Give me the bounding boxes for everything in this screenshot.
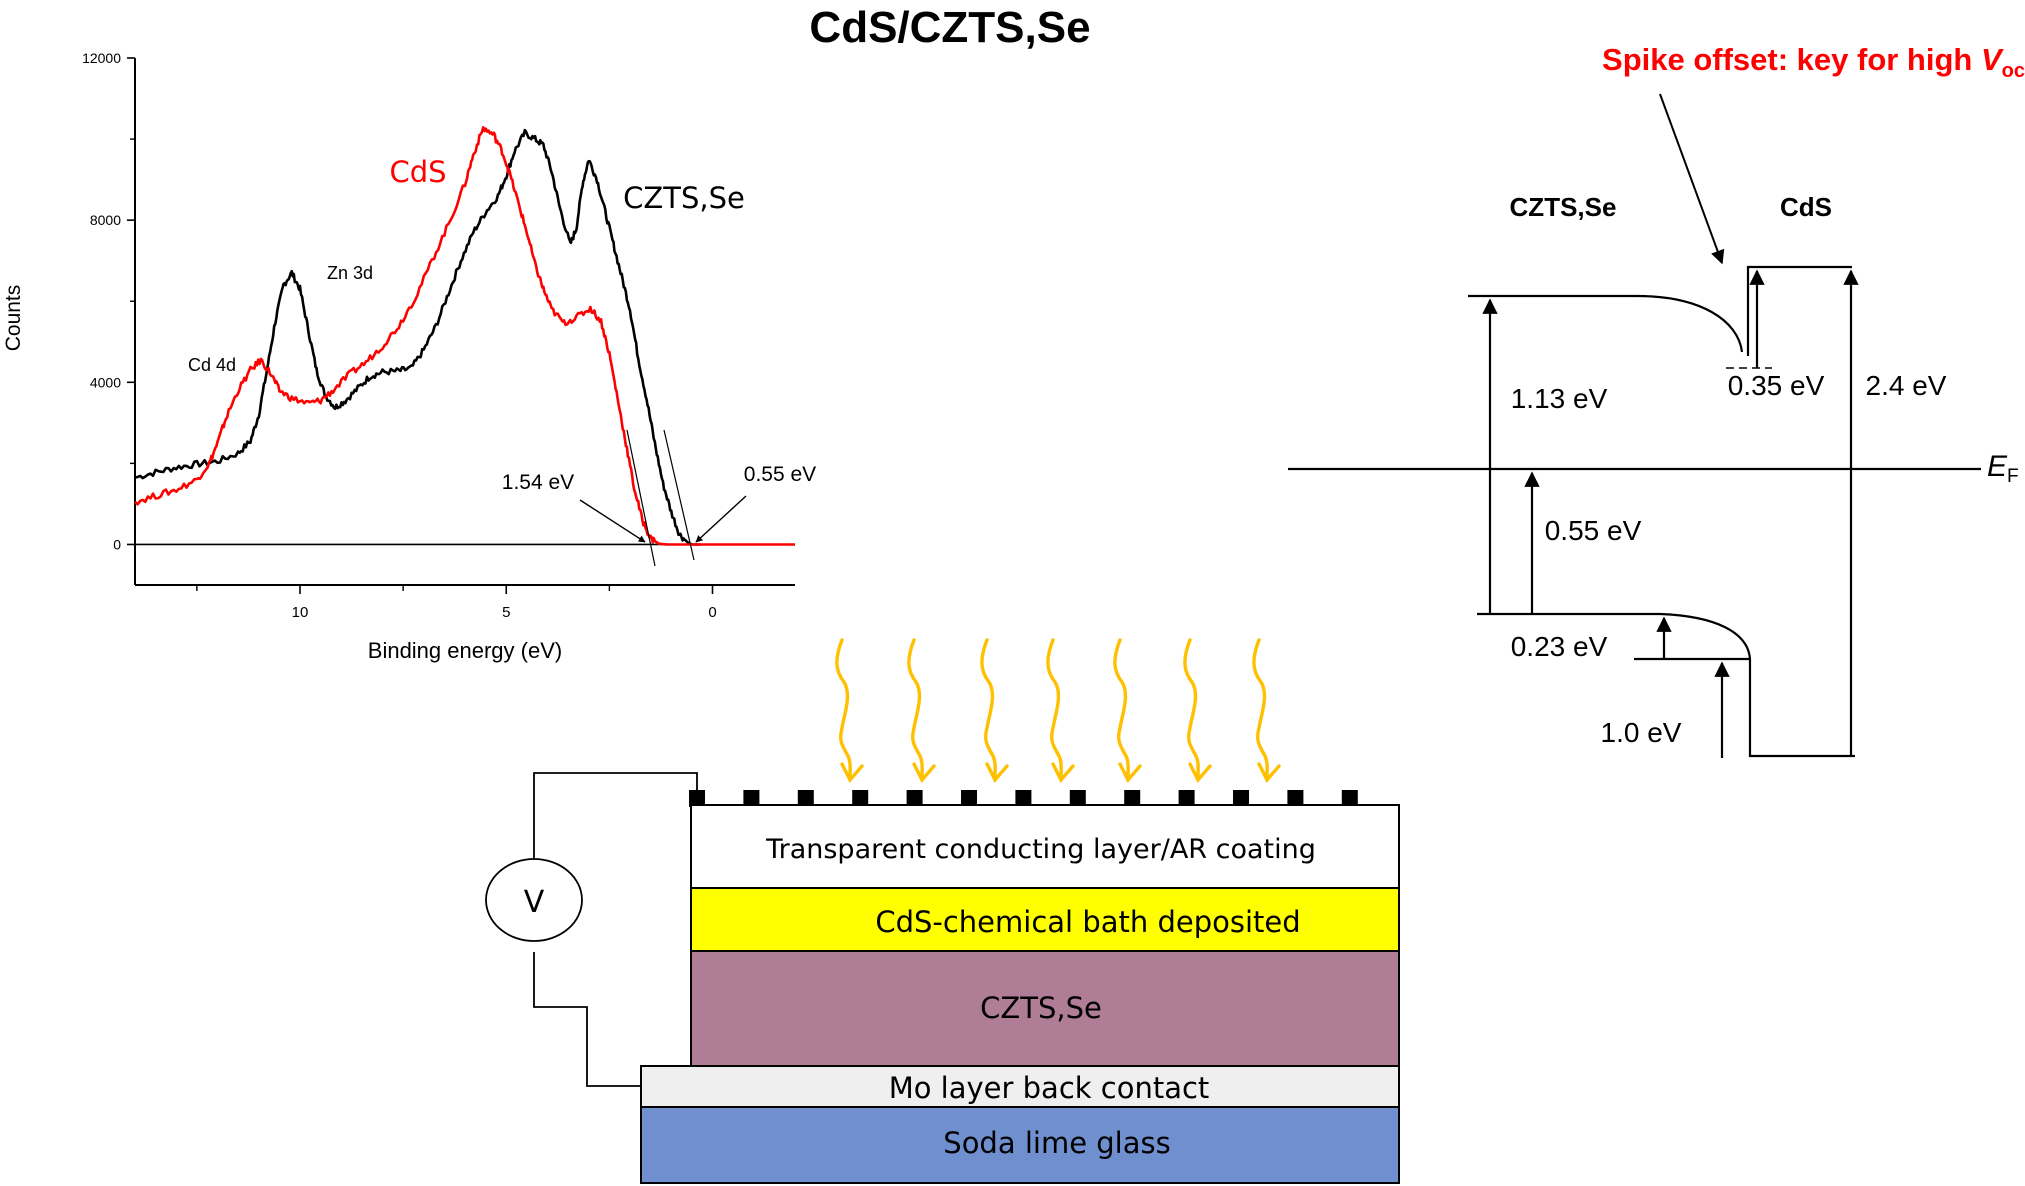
layer-czts-label: CZTS,Se <box>980 991 1102 1025</box>
voltmeter-label: V <box>524 885 545 920</box>
czts-edge-tangent <box>663 429 695 561</box>
light-ray-icon <box>1183 638 1200 780</box>
y-tick-label: 0 <box>113 536 121 552</box>
light-ray-icon <box>1046 638 1063 780</box>
grid-finger <box>1178 790 1195 807</box>
light-ray-icon <box>1252 638 1269 780</box>
light-ray-arrowhead-icon <box>912 762 936 784</box>
grid-finger <box>1069 790 1086 807</box>
series-line-czts-se <box>134 128 701 546</box>
grid-finger <box>852 790 869 807</box>
light-ray-arrowhead-icon <box>1257 762 1281 784</box>
annotation-cd-4d: Cd 4d <box>188 355 236 375</box>
xps-chart: 0 4000 8000 12000 10 5 0 Counts Binding energ… <box>2 50 816 663</box>
light-ray-icon <box>907 638 924 780</box>
light-ray-arrowhead-icon <box>1051 762 1075 784</box>
light-ray-icon <box>1113 638 1130 780</box>
x-tick-label: 10 <box>292 604 309 621</box>
band-label-czts: CZTS,Se <box>1510 192 1617 222</box>
czts-valence-band <box>1477 612 1752 660</box>
light-ray-arrowhead-icon <box>985 762 1009 784</box>
layer-czts <box>690 950 1400 1067</box>
cds-edge-tangent <box>626 429 656 567</box>
legend-cds: CdS <box>389 155 446 189</box>
spike-callout-arrow <box>1659 93 1725 265</box>
incident-light <box>835 638 1281 784</box>
callout-voc-symbol: V <box>1981 42 2004 77</box>
label-0-23ev: 0.23 eV <box>1511 631 1608 662</box>
light-ray-icon <box>980 638 997 780</box>
label-1-13ev: 1.13 eV <box>1511 383 1608 414</box>
grid-finger <box>961 790 977 807</box>
light-ray-arrowhead-icon <box>840 762 864 784</box>
czts-conduction-band <box>1468 294 1744 353</box>
voltmeter-icon <box>485 858 583 942</box>
y-tick-label: 4000 <box>90 374 121 390</box>
circuit-wire-bottom <box>533 952 641 1087</box>
layer-glass <box>640 1106 1400 1184</box>
band-diagram: Spike offset: key for high Voc CZTS,Se C… <box>1288 42 2025 758</box>
grid-finger <box>1287 790 1304 807</box>
x-axis-label: Binding energy (eV) <box>368 638 562 663</box>
legend-czts: CZTS,Se <box>623 181 745 215</box>
grid-finger <box>1341 790 1358 807</box>
light-ray-icon <box>835 638 852 780</box>
y-axis-label: Counts <box>2 285 25 352</box>
light-ray-arrowhead-icon <box>1118 762 1142 784</box>
layer-cds <box>690 887 1400 952</box>
grid-finger <box>906 790 923 807</box>
arrow-1-54ev <box>579 499 646 543</box>
circuit-wire-top <box>533 772 698 859</box>
grid-finger <box>797 790 814 807</box>
callout-text: Spike offset: key for high <box>1602 42 1981 77</box>
annotation-0-55ev: 0.55 eV <box>744 463 816 486</box>
y-tick-label: 12000 <box>82 50 121 66</box>
figure-title: CdS/CZTS,Se <box>809 3 1090 52</box>
x-tick-label: 5 <box>502 604 510 621</box>
series-group <box>134 126 795 546</box>
layer-glass-label: Soda lime glass <box>943 1126 1170 1160</box>
grid-finger <box>743 790 760 807</box>
grid-finger <box>1233 790 1249 807</box>
grid-finger <box>689 790 705 807</box>
fermi-symbol: E <box>1987 450 2008 483</box>
grid-finger <box>1124 790 1141 807</box>
cds-conduction-band <box>1746 265 1852 356</box>
y-tick-label: 8000 <box>90 212 121 228</box>
series-line-cds <box>134 126 795 546</box>
annotation-1-54ev: 1.54 eV <box>502 471 574 494</box>
fermi-subscript: F <box>2007 466 2019 487</box>
layer-tco <box>690 804 1400 889</box>
light-ray-arrowhead-icon <box>1188 762 1212 784</box>
fermi-label: EF <box>1987 450 2019 487</box>
label-2-4ev: 2.4 eV <box>1866 370 1947 401</box>
layer-mo <box>640 1065 1400 1108</box>
grid-finger <box>1015 790 1032 807</box>
band-label-cds: CdS <box>1780 192 1832 222</box>
front-contact-grid <box>689 790 1358 807</box>
callout-voc-subscript: oc <box>2002 60 2025 82</box>
label-1-0ev: 1.0 eV <box>1601 717 1682 748</box>
x-ticks: 10 5 0 <box>196 585 717 621</box>
arrow-0-55ev <box>695 495 747 543</box>
y-ticks: 0 4000 8000 12000 <box>82 50 135 552</box>
spike-offset-callout: Spike offset: key for high Voc <box>1602 42 2025 82</box>
label-0-55ev: 0.55 eV <box>1545 515 1642 546</box>
label-0-35ev: 0.35 eV <box>1728 370 1825 401</box>
layer-tco-label: Transparent conducting layer/AR coating <box>765 834 1316 865</box>
annotation-zn-3d: Zn 3d <box>327 263 373 283</box>
layer-mo-label: Mo layer back contact <box>889 1071 1210 1105</box>
device-stack: Transparent conducting layer/AR coating … <box>485 638 1400 1184</box>
x-tick-label: 0 <box>708 604 716 621</box>
cds-valence-band <box>1748 659 1855 758</box>
layer-cds-label: CdS-chemical bath deposited <box>875 905 1300 939</box>
